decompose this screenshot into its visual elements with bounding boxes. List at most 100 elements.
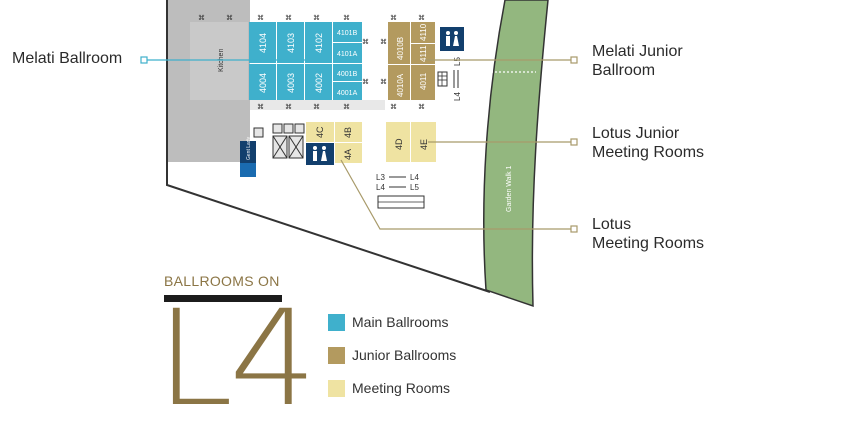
callout-lotus-junior-line1: Lotus Junior	[592, 125, 680, 142]
room-4C[interactable]	[306, 122, 334, 142]
svg-text:⌘: ⌘	[285, 103, 292, 111]
svg-text:⌘: ⌘	[343, 103, 350, 111]
room-label-4003: 4003	[286, 73, 296, 93]
gent-lady-restroom: Gent Lady	[240, 136, 256, 177]
building-outline	[166, 0, 491, 293]
room-label-4001A: 4001A	[337, 90, 358, 97]
room-label-4011: 4011	[419, 72, 428, 90]
room-label-4101A: 4101A	[337, 51, 358, 58]
svg-text:⌘: ⌘	[418, 103, 425, 111]
room-4103[interactable]	[277, 22, 304, 63]
kitchen-area	[190, 22, 248, 100]
room-4104[interactable]	[249, 22, 276, 63]
lift-label-l4-b: L4	[376, 183, 385, 192]
room-4001B[interactable]	[333, 64, 362, 81]
junior-ballrooms: 4010B 4110 4111 4010A 4011	[388, 22, 435, 100]
legend-item-main-ballrooms: Main Ballrooms	[328, 313, 448, 331]
room-label-4010A: 4010A	[396, 73, 405, 97]
svg-text:⌘: ⌘	[418, 14, 425, 22]
room-label-4111: 4111	[419, 45, 428, 62]
building-wall	[166, 0, 491, 293]
room-4102[interactable]	[305, 22, 332, 63]
main-ballrooms: 4104 4103 4102 4004 4003 4002 4101B 4101…	[249, 22, 362, 100]
room-4003[interactable]	[277, 64, 304, 100]
room-label-4004: 4004	[258, 73, 268, 93]
legend-swatch-main	[328, 313, 345, 331]
legend-heading: BALLROOMS ON	[164, 273, 280, 289]
room-label-4110: 4110	[419, 23, 428, 41]
room-4110[interactable]	[411, 22, 435, 43]
room-label-4E: 4E	[419, 139, 429, 150]
svg-text:⌘: ⌘	[313, 103, 320, 111]
escalator-icon: L3 L4 L4 L5	[376, 173, 425, 209]
bins-icon	[253, 123, 305, 159]
legend-item-meeting-rooms: Meeting Rooms	[328, 379, 450, 397]
lift-label-l5-b: L5	[410, 183, 419, 192]
table-markers: ⌘⌘⌘ ⌘⌘⌘ ⌘⌘ ⌘⌘⌘ ⌘⌘⌘ ⌘⌘ ⌘⌘	[198, 14, 425, 111]
lift-label-l4: L4	[453, 92, 462, 101]
lift-label-l3: L3	[376, 173, 385, 182]
meeting-rooms: 4C 4B 4A 4D 4E	[306, 122, 436, 163]
room-4011[interactable]	[411, 65, 435, 100]
callout-melati-junior-ballroom: Melati Junior Ballroom	[592, 42, 683, 80]
room-4002[interactable]	[305, 64, 332, 100]
svg-text:⌘: ⌘	[362, 78, 369, 86]
svg-text:⌘: ⌘	[390, 103, 397, 111]
room-label-4001B: 4001B	[337, 71, 358, 78]
room-label-4A: 4A	[343, 149, 353, 160]
callout-lotus-junior-line2: Meeting Rooms	[592, 144, 705, 161]
legend-label-main: Main Ballrooms	[352, 314, 449, 330]
garden-walk-label: Garden Walk 1	[506, 165, 513, 212]
callout-melati-junior-line1: Melati Junior	[592, 43, 683, 60]
room-4B[interactable]	[335, 122, 362, 142]
svg-text:⌘: ⌘	[198, 14, 205, 22]
room-label-4102: 4102	[314, 33, 324, 53]
room-label-4103: 4103	[286, 33, 296, 53]
svg-text:⌘: ⌘	[285, 14, 292, 22]
callout-marker-melati	[140, 56, 148, 64]
lift-label-l4-a: L4	[410, 173, 419, 182]
lift-l4-l5: L4 L5	[437, 57, 462, 101]
room-label-4010B: 4010B	[396, 37, 405, 60]
stairs-icon	[437, 71, 448, 87]
room-4010A[interactable]	[388, 65, 410, 100]
legend-swatch-meeting	[328, 379, 345, 397]
svg-text:⌘: ⌘	[226, 14, 233, 22]
room-4010B[interactable]	[388, 22, 410, 64]
callout-lotus-line1: Lotus	[592, 216, 632, 233]
callout-melati-junior-line2: Ballroom	[592, 62, 656, 79]
callout-melati-ballroom: Melati Ballroom	[12, 49, 122, 68]
room-4111[interactable]	[411, 44, 435, 64]
legend-label-junior: Junior Ballrooms	[352, 347, 457, 363]
svg-text:⌘: ⌘	[380, 78, 387, 86]
callout-marker-melati-junior	[570, 56, 578, 64]
svg-text:⌘: ⌘	[343, 14, 350, 22]
corridor-area	[250, 100, 385, 110]
callout-lotus-junior-meeting-rooms: Lotus Junior Meeting Rooms	[592, 124, 704, 162]
room-4001A[interactable]	[333, 82, 362, 100]
svg-text:⌘: ⌘	[257, 14, 264, 22]
room-label-4B: 4B	[343, 127, 353, 138]
room-4D[interactable]	[386, 122, 410, 162]
legend-swatch-junior	[328, 346, 345, 364]
callout-lotus-meeting-rooms: Lotus Meeting Rooms	[592, 215, 704, 253]
room-label-4101B: 4101B	[337, 30, 358, 37]
restroom-icon	[440, 27, 464, 51]
svg-text:⌘: ⌘	[257, 103, 264, 111]
room-label-4104: 4104	[258, 33, 268, 53]
callout-lines	[140, 56, 578, 233]
callout-marker-lotus	[570, 225, 578, 233]
callout-marker-lotus-junior	[570, 138, 578, 146]
callout-lotus-line2: Meeting Rooms	[592, 235, 705, 252]
room-4A[interactable]	[335, 143, 362, 163]
room-4101A[interactable]	[333, 43, 362, 63]
room-4004[interactable]	[249, 64, 276, 100]
lift-label-l5: L5	[453, 57, 462, 66]
room-label-4C: 4C	[315, 126, 325, 138]
legend-item-junior-ballrooms: Junior Ballrooms	[328, 346, 456, 364]
svg-text:⌘: ⌘	[390, 14, 397, 22]
legend-label-meeting: Meeting Rooms	[352, 380, 451, 396]
room-4101B[interactable]	[333, 22, 362, 42]
floor-plan-map: Garden Walk 1 Kitchen 4104 4103 4102 400…	[140, 0, 578, 308]
callout-melati-ballroom-text: Melati Ballroom	[12, 50, 123, 67]
